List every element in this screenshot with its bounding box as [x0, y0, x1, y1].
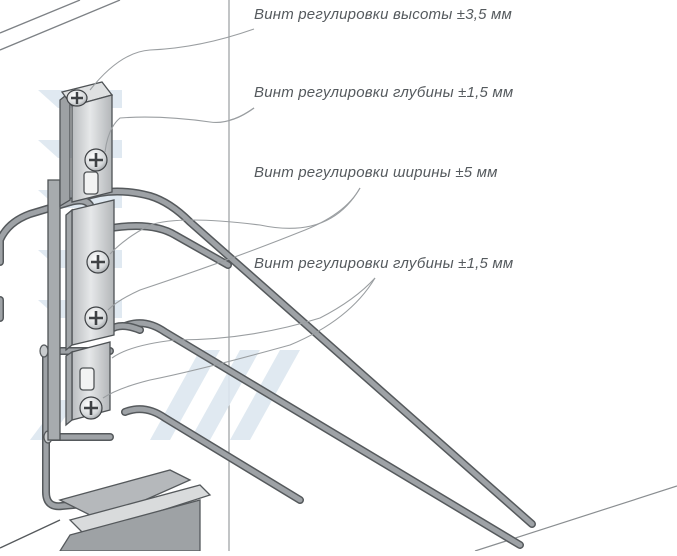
leader-lines	[89, 28, 376, 399]
screw-height	[66, 89, 88, 107]
screw-width-lower	[84, 306, 108, 330]
bottom-tray	[0, 469, 212, 552]
callout-width-screw: Винт регулировки ширины ±5 мм	[254, 164, 498, 181]
callout-height-screw: Винт регулировки высоты ±3,5 мм	[254, 6, 513, 23]
callout-depth-screw-upper: Винт регулировки глубины ±1,5 мм	[254, 84, 514, 101]
screw-depth-lower	[79, 396, 103, 420]
mounting-bracket	[47, 81, 115, 441]
screw-width	[86, 250, 110, 274]
callout-depth-screw-lower: Винт регулировки глубины ±1,5 мм	[254, 255, 514, 272]
screw-depth-upper	[84, 148, 108, 172]
